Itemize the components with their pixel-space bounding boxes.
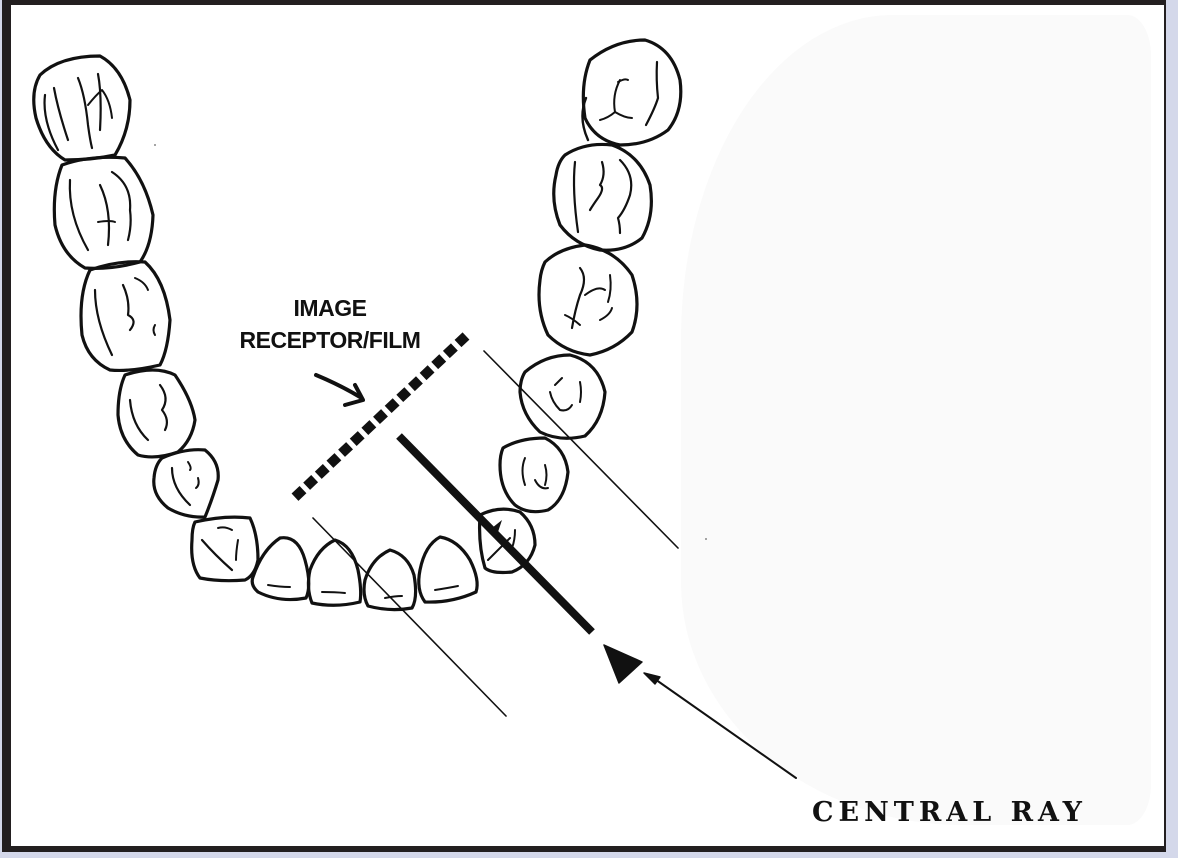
speck xyxy=(705,538,707,540)
tooth-left-4 xyxy=(116,368,197,459)
tooth-right-6 xyxy=(581,38,683,147)
tooth-anterior-1 xyxy=(250,536,311,602)
speck xyxy=(154,144,156,146)
tooth-left-5 xyxy=(152,448,220,519)
beam-edge-line-upper xyxy=(483,350,679,549)
receptor-pointer-arrow xyxy=(314,373,362,399)
receptor-pointer-arrowhead xyxy=(343,383,365,407)
tooth-right-3 xyxy=(518,353,607,440)
central-ray-pointer-line xyxy=(651,676,797,779)
central-ray-label: CENTRAL RAY xyxy=(812,797,1087,828)
tooth-anterior-3 xyxy=(362,548,418,612)
image-receptor-dashed-line xyxy=(288,332,470,504)
tooth-left-2 xyxy=(52,155,155,270)
image-receptor-label: IMAGE RECEPTOR/FILM xyxy=(230,292,430,356)
image-receptor-label-line1: IMAGE xyxy=(293,295,367,321)
central-ray-beam xyxy=(396,433,595,635)
central-ray-pointer-arrowhead xyxy=(643,672,661,685)
tooth-right-2 xyxy=(498,436,570,514)
tooth-left-3 xyxy=(79,260,172,373)
image-receptor-label-line2: RECEPTOR/FILM xyxy=(239,327,421,353)
tooth-right-4 xyxy=(537,243,639,357)
small-arrow-mark xyxy=(492,520,502,532)
tooth-anterior-4 xyxy=(417,535,479,604)
background-shading xyxy=(681,15,1151,825)
tooth-anterior-2 xyxy=(306,538,363,607)
beam-edge-line-lower xyxy=(312,517,507,717)
central-ray-arrowhead xyxy=(603,644,643,684)
tooth-left-1 xyxy=(32,54,132,162)
tooth-left-6 xyxy=(190,515,260,583)
tooth-right-5 xyxy=(552,142,653,252)
